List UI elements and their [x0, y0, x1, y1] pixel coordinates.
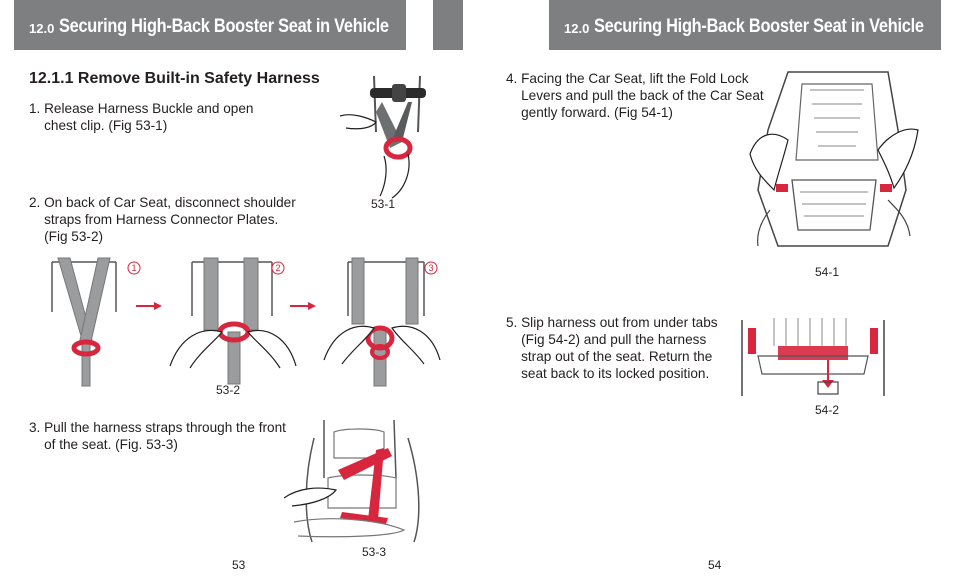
- caption-53-2: 53-2: [216, 383, 241, 397]
- page-number-left: 53: [232, 558, 246, 572]
- page-number-right: 54: [708, 558, 722, 572]
- header-spacer-block: [433, 0, 463, 50]
- caption-53-3: 53-3: [362, 545, 387, 559]
- figure-53-3: [284, 418, 440, 544]
- header-bar-right: 12.0 Securing High-Back Booster Seat in …: [549, 0, 941, 50]
- step-marker-3-label: 3: [428, 263, 434, 273]
- step-5-text: 5. Slip harness out from under tabs (Fig…: [506, 315, 718, 381]
- step-marker-2: 2: [271, 261, 285, 275]
- step-marker-1-label: 1: [131, 263, 137, 273]
- figure-53-1: [332, 72, 432, 200]
- figure-53-2: [40, 256, 450, 388]
- step-4-text: 4. Facing the Car Seat, lift the Fold Lo…: [506, 71, 764, 120]
- caption-54-2: 54-2: [815, 403, 840, 417]
- caption-53-1: 53-1: [371, 197, 396, 211]
- figure-54-1: [748, 70, 920, 260]
- step-marker-1: 1: [127, 261, 141, 275]
- step-marker-2-label: 2: [275, 263, 281, 273]
- header-title-right: Securing High-Back Booster Seat in Vehic…: [594, 16, 925, 37]
- figure-54-2: [738, 316, 888, 398]
- section-title: 12.1.1 Remove Built-in Safety Harness: [29, 70, 320, 87]
- step-3-text: 3. Pull the harness straps through the f…: [29, 420, 286, 452]
- step-marker-3: 3: [424, 261, 438, 275]
- header-bar-left: 12.0 Securing High-Back Booster Seat in …: [14, 0, 406, 50]
- step-2-text: 2. On back of Car Seat, disconnect shoul…: [29, 195, 296, 244]
- step-1-text: 1. Release Harness Buckle and open chest…: [29, 101, 254, 133]
- header-number-right: 12.0: [564, 20, 590, 36]
- header-number-left: 12.0: [29, 20, 55, 36]
- header-title-left: Securing High-Back Booster Seat in Vehic…: [59, 16, 390, 37]
- caption-54-1: 54-1: [815, 265, 840, 279]
